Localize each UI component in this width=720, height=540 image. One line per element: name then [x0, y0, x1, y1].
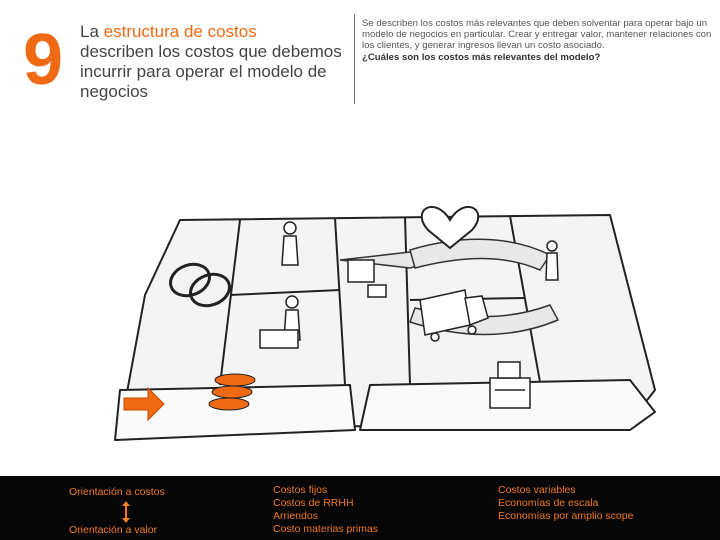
fixed-costs-item: Costo materias primas: [273, 523, 379, 535]
variable-costs-item: Costos variables: [498, 484, 576, 496]
orientation-costs-label: Orientación a costos: [69, 486, 165, 498]
variable-costs-list: Costos variables Economías de escala Eco…: [498, 484, 633, 523]
double-arrow-icon: [122, 501, 130, 523]
svg-text:9: 9: [23, 20, 63, 98]
heart-icon: [420, 205, 480, 250]
fixed-costs-item: Arriendos: [273, 510, 318, 522]
business-model-canvas-illustration: [114, 205, 656, 441]
cash-register-icon: [489, 361, 531, 409]
variable-costs-item: Economías de escala: [498, 497, 599, 509]
slide-number: 9: [23, 20, 63, 98]
orientation-value-label: Orientación a valor: [69, 524, 158, 536]
description-question: ¿Cuáles son los costos más relevantes de…: [362, 52, 601, 63]
fixed-costs-item: Costos de RRHH: [273, 497, 354, 509]
section-title: La estructura de costos describen los co…: [80, 22, 345, 102]
description-text: Se describen los costos más relevantes q…: [362, 18, 712, 51]
chain-icon: [169, 262, 231, 308]
title-accent: estructura de costos: [103, 22, 257, 41]
title-rest: describen los costos que debemos incurri…: [80, 42, 342, 101]
arrow-right-icon: [123, 386, 165, 422]
title-prefix: La: [80, 22, 104, 41]
variable-costs-item: Economías por amplio scope: [498, 510, 634, 522]
description: Se describen los costos más relevantes q…: [362, 18, 714, 63]
truck-icon: [419, 289, 489, 342]
footer-bar: Orientación a costos Orientación a valor…: [0, 476, 720, 540]
person-icon: [281, 221, 559, 341]
fixed-costs-item: Costos fijos: [273, 484, 328, 496]
divider: [354, 14, 355, 104]
fixed-costs-list: Costos fijos Costos de RRHH Arriendos Co…: [273, 484, 378, 536]
